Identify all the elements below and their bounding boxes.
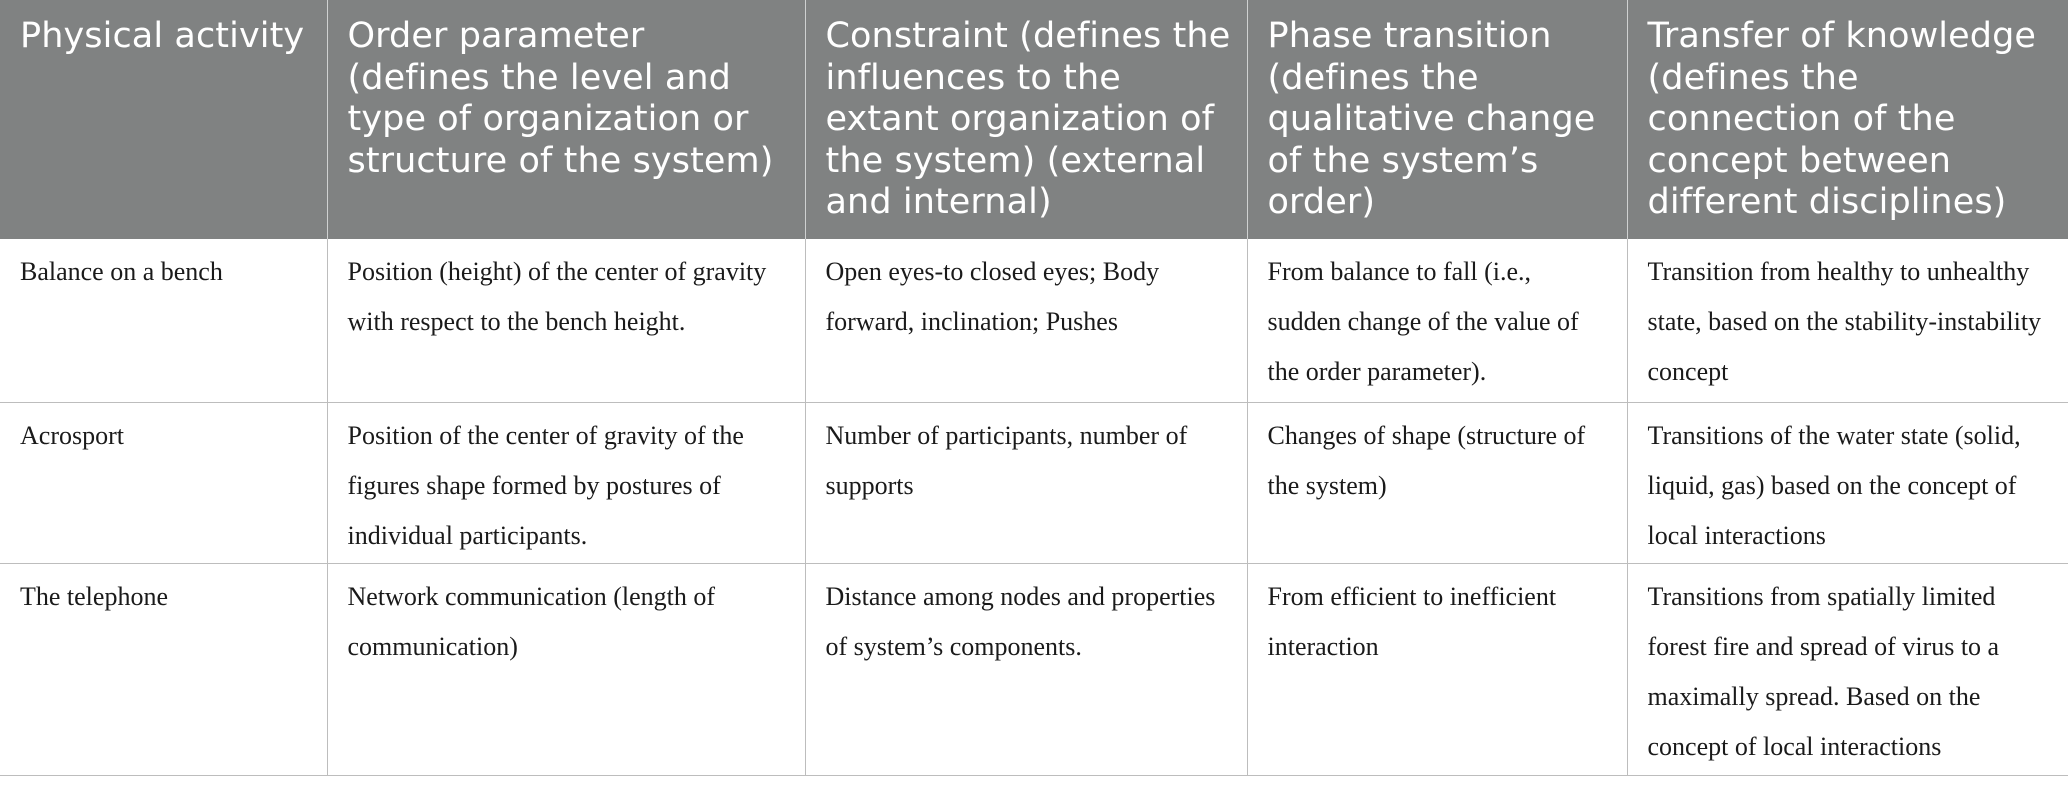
cell-order-parameter: Position of the center of gravity of the… — [327, 402, 806, 564]
header-row: Physical activity Order parameter (defin… — [0, 0, 2068, 239]
cell-physical-activity: Balance on a bench — [0, 239, 328, 403]
header-physical-activity: Physical activity — [0, 0, 328, 239]
table-row: Balance on a bench Position (height) of … — [0, 239, 2068, 403]
cell-phase-transition: Changes of shape (structure of the syste… — [1247, 402, 1628, 564]
cell-physical-activity: The telephone — [0, 563, 328, 776]
cell-transfer-of-knowledge: Transition from healthy to unhealthy sta… — [1627, 239, 2068, 403]
cell-constraint: Distance among nodes and properties of s… — [805, 563, 1248, 776]
table-header: Physical activity Order parameter (defin… — [0, 0, 2068, 239]
header-order-parameter: Order parameter (defines the level and t… — [327, 0, 806, 239]
header-phase-transition: Phase transition (defines the qualitativ… — [1247, 0, 1628, 239]
cell-transfer-of-knowledge: Transitions of the water state (solid, l… — [1627, 402, 2068, 564]
table-body: Balance on a bench Position (height) of … — [0, 239, 2068, 776]
cell-constraint: Number of participants, number of suppor… — [805, 402, 1248, 564]
data-table: Physical activity Order parameter (defin… — [0, 0, 2068, 776]
cell-phase-transition: From efficient to inefficient interactio… — [1247, 563, 1628, 776]
cell-transfer-of-knowledge: Transitions from spatially limited fores… — [1627, 563, 2068, 776]
cell-order-parameter: Position (height) of the center of gravi… — [327, 239, 806, 403]
table-row: Acrosport Position of the center of grav… — [0, 402, 2068, 564]
header-transfer-of-knowledge: Transfer of knowledge (defines the conne… — [1627, 0, 2068, 239]
cell-phase-transition: From balance to fall (i.e., sudden chang… — [1247, 239, 1628, 403]
cell-order-parameter: Network communication (length of communi… — [327, 563, 806, 776]
header-constraint: Constraint (defines the influences to th… — [805, 0, 1248, 239]
table-row: The telephone Network communication (len… — [0, 563, 2068, 776]
cell-constraint: Open eyes-to closed eyes; Body forward, … — [805, 239, 1248, 403]
cell-physical-activity: Acrosport — [0, 402, 328, 564]
